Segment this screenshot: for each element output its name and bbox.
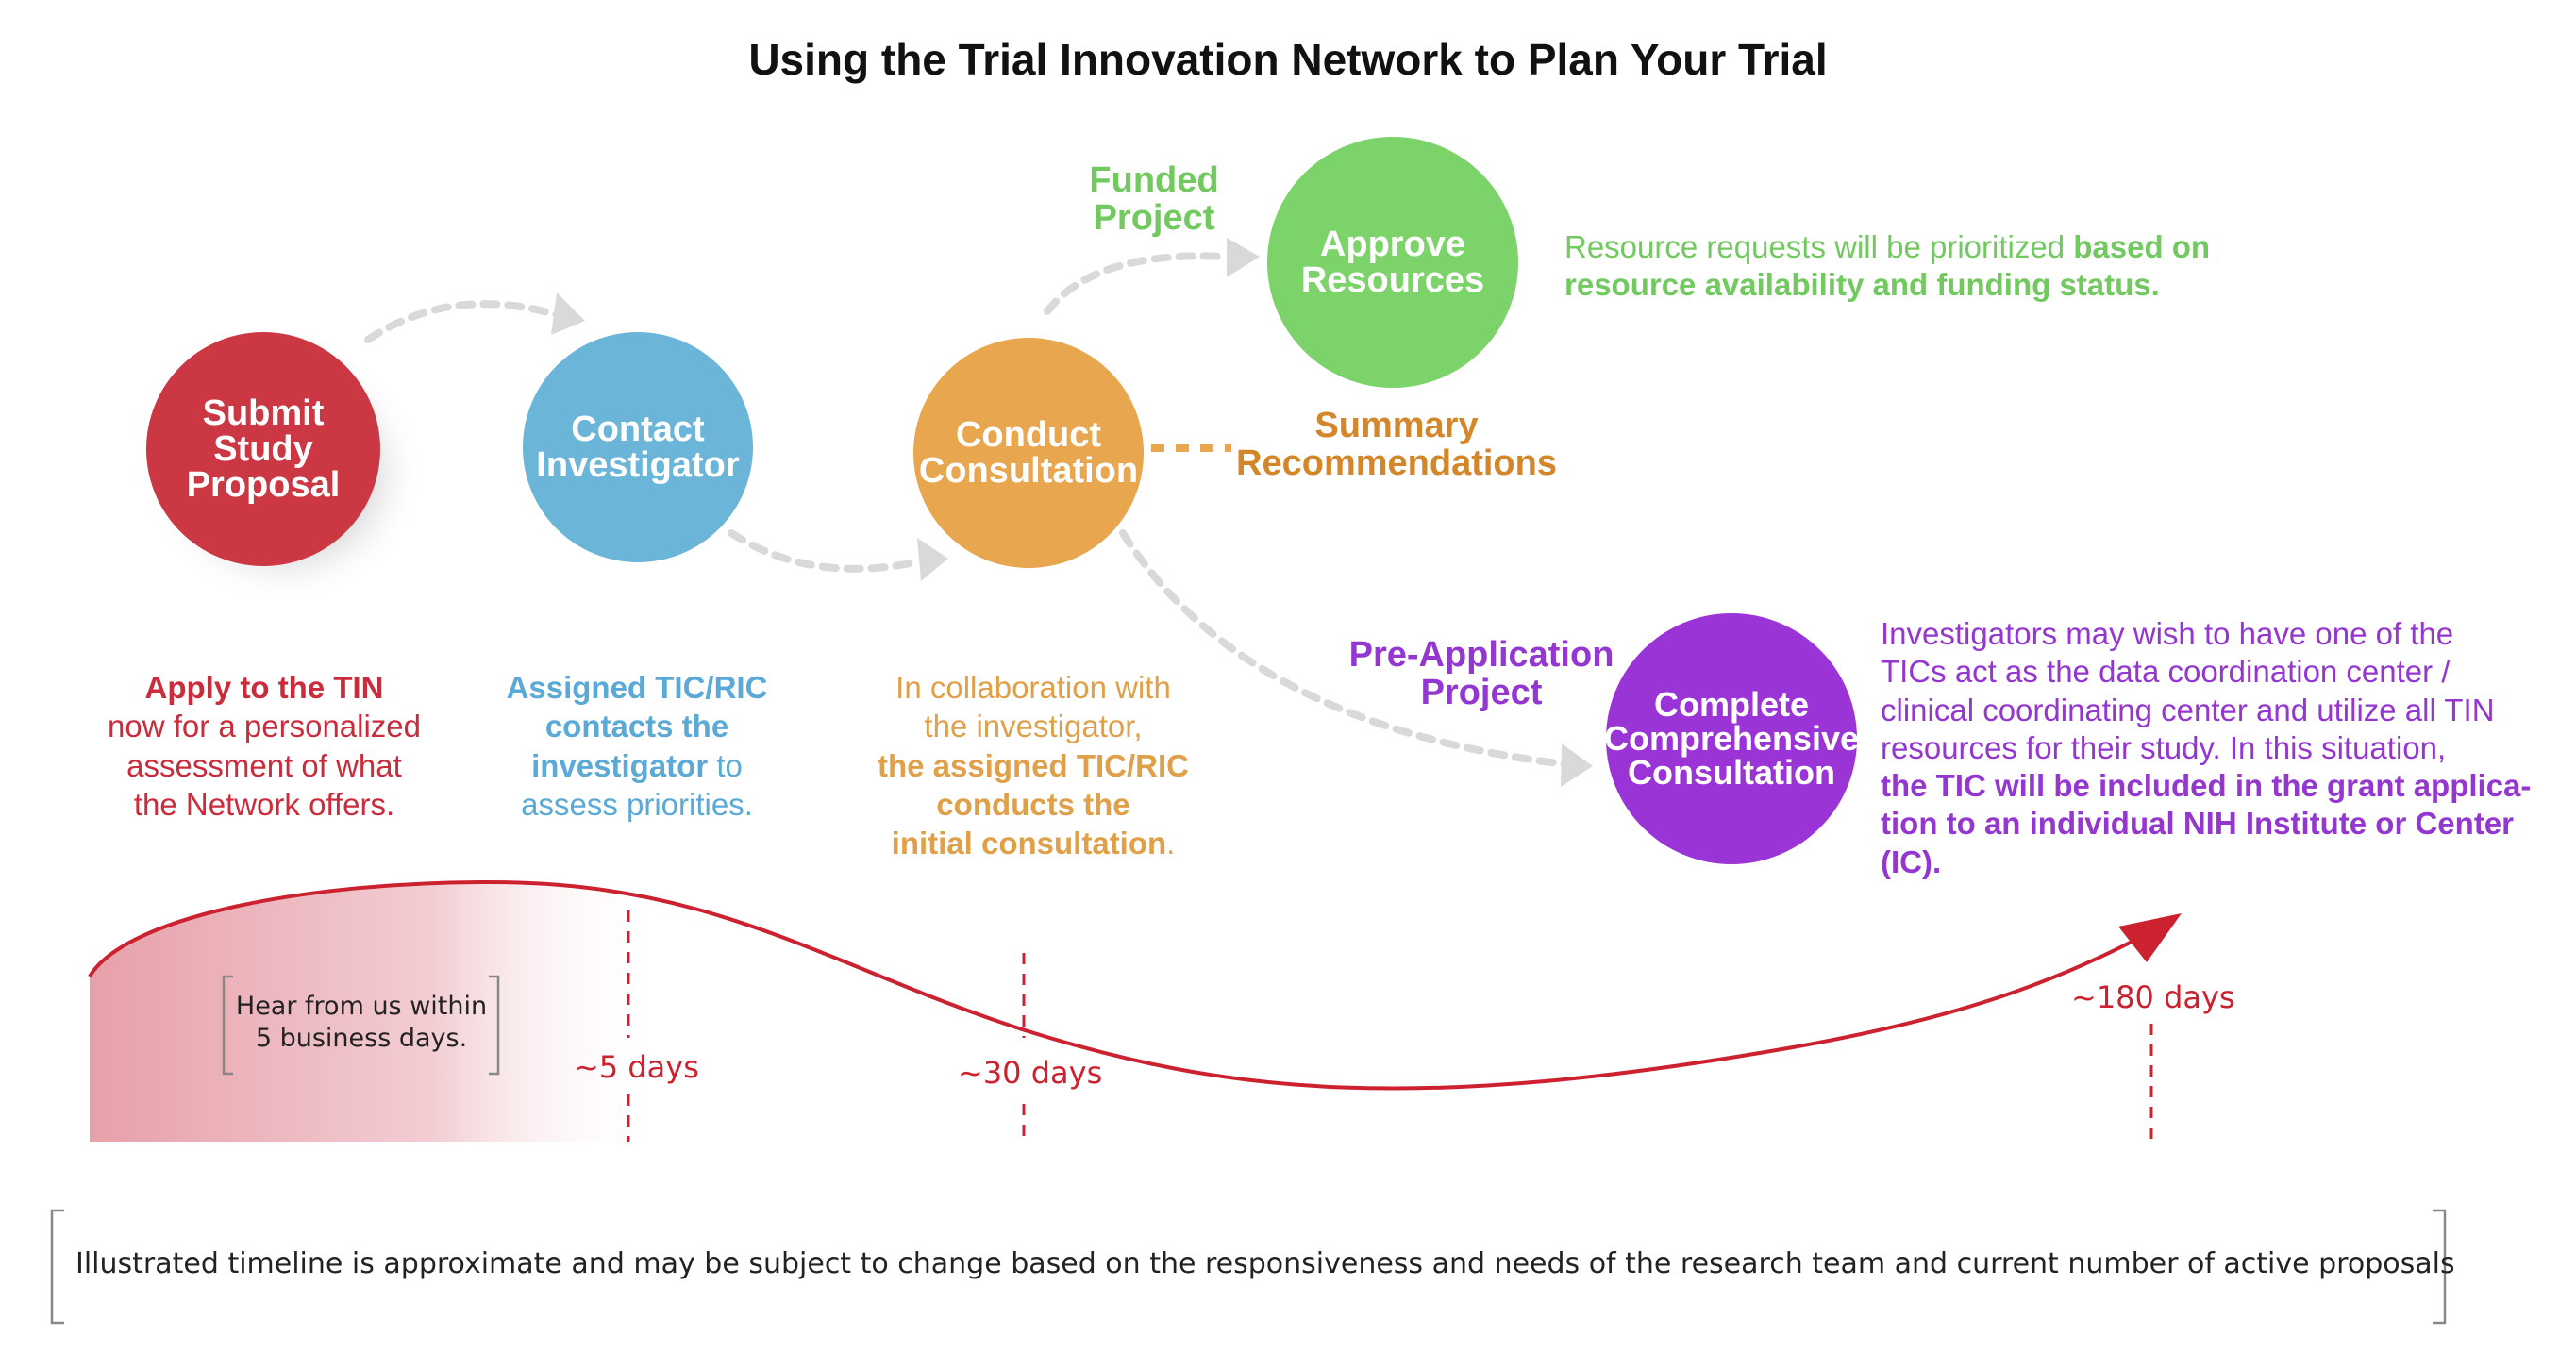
contact-investigator-step: Contact Investigator — [523, 332, 753, 562]
approve-desc-bold: based on resource availability and fundi… — [1564, 229, 2211, 303]
conduct-desc-bold: the assigned TIC/RIC conducts the initia… — [877, 747, 1190, 861]
contact-desc-text: to assess priorities. — [521, 747, 753, 822]
hear-bracket-right — [489, 975, 500, 1076]
footnote-bracket-right — [2433, 1209, 2447, 1325]
complete-description: Investigators may wish to have one of th… — [1881, 615, 2551, 881]
conduct-consultation-step: Conduct Consultation — [913, 338, 1144, 568]
submit-desc-text: now for a personalized assessment of wha… — [107, 709, 422, 822]
pre-application-project-label: Pre-Application Project — [1348, 635, 1614, 712]
arrowhead-conduct — [917, 538, 948, 581]
five-days-label: ~5 days — [574, 1049, 699, 1085]
contact-description: Assigned TIC/RIC contacts the investigat… — [448, 668, 826, 824]
contact-desc-bold: Assigned TIC/RIC contacts the investigat… — [506, 670, 768, 783]
footnote-bracket-left — [50, 1209, 64, 1325]
connector-submit-contact — [364, 300, 565, 343]
one-eighty-days-label: ~180 days — [2071, 979, 2235, 1015]
funded-project-label: Funded Project — [1089, 160, 1219, 238]
approve-resources-step: Approve Resources — [1267, 137, 1518, 388]
hear-from-us-note: Hear from us within 5 business days. — [235, 992, 488, 1053]
complete-step-label: Complete Comprehensive Consultation — [1603, 685, 1860, 792]
hear-bracket-left — [222, 975, 233, 1076]
conduct-step-label: Conduct Consultation — [918, 415, 1139, 491]
timeline-curve — [88, 879, 2162, 1091]
arrowhead-complete — [1561, 743, 1593, 787]
contact-step-label: Contact Investigator — [536, 409, 740, 485]
page-title: Using the Trial Innovation Network to Pl… — [748, 35, 1828, 84]
footnote: Illustrated timeline is approximate and … — [75, 1247, 2455, 1280]
approve-description: Resource requests will be prioritized ba… — [1564, 228, 2282, 305]
conduct-desc-pre: In collaboration with the investigator, — [895, 670, 1171, 744]
approve-desc-pre: Resource requests will be prioritized — [1564, 229, 2074, 264]
submit-study-proposal-step: Submit Study Proposal — [146, 332, 380, 566]
connector-contact-conduct — [728, 529, 924, 573]
arrowhead-contact — [551, 292, 585, 335]
conduct-description: In collaboration with the investigator, … — [830, 668, 1236, 862]
thirty-days-label: ~30 days — [958, 1055, 1103, 1091]
complete-desc-bold: the TIC will be included in the grant ap… — [1881, 768, 2532, 879]
connector-conduct-complete — [1119, 529, 1570, 768]
submit-description: Apply to the TIN now for a personalized … — [66, 668, 462, 824]
complete-desc-pre: Investigators may wish to have one of th… — [1881, 616, 2495, 765]
submit-desc-bold: Apply to the TIN — [144, 670, 384, 705]
conduct-desc-post: . — [1166, 826, 1176, 860]
connector-conduct-approve — [1044, 252, 1230, 315]
complete-comprehensive-consultation-step: Complete Comprehensive Consultation — [1603, 613, 1860, 864]
arrowhead-approve — [1227, 238, 1260, 277]
submit-step-label: Submit Study Proposal — [186, 393, 341, 505]
timeline-arrowhead — [2118, 913, 2182, 962]
timeline-fill — [90, 882, 661, 1142]
summary-recommendations-label: Summary Recommendations — [1236, 406, 1557, 483]
approve-step-label: Approve Resources — [1300, 225, 1485, 300]
